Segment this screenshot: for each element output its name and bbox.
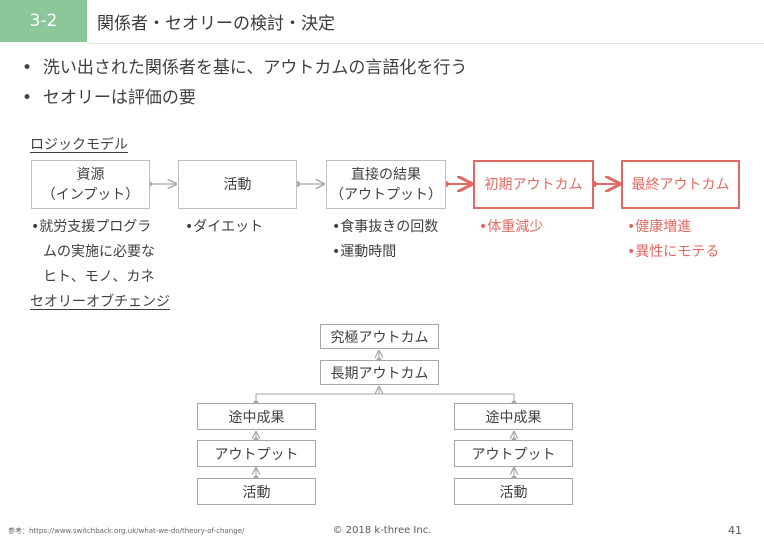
left-intermediate-result-box: 途中成果 bbox=[197, 403, 316, 430]
section-number-badge: 3-2 bbox=[0, 0, 87, 42]
bullet-item: • セオリーは評価の要 bbox=[22, 88, 196, 108]
initial-outcome-note: •体重減少 bbox=[479, 215, 543, 240]
copyright: © 2018 k-three Inc. bbox=[332, 525, 432, 536]
left-output-box: アウトプット bbox=[197, 440, 316, 467]
page-number: 41 bbox=[728, 524, 742, 537]
note-line: •ダイエット bbox=[185, 219, 264, 235]
logic-model-label: ロジックモデル bbox=[30, 137, 128, 153]
note-line: •異性にモテる bbox=[627, 244, 720, 260]
activity-box: 活動 bbox=[178, 160, 297, 209]
theory-of-change-label: セオリーオブチェンジ bbox=[30, 294, 170, 310]
output-note: •食事抜きの回数 •運動時間 bbox=[332, 215, 438, 265]
note-line: ムの実施に必要な bbox=[43, 244, 155, 260]
right-output-box: アウトプット bbox=[454, 440, 573, 467]
left-activity-box: 活動 bbox=[197, 478, 316, 505]
right-activity-box: 活動 bbox=[454, 478, 573, 505]
ultimate-outcome-box: 究極アウトカム bbox=[320, 324, 439, 349]
final-outcome-box: 最終アウトカム bbox=[621, 160, 740, 209]
note-line: ヒト、モノ、カネ bbox=[43, 269, 155, 285]
initial-outcome-box: 初期アウトカム bbox=[473, 160, 594, 209]
input-resources-box: 資源 （インプット） bbox=[31, 160, 150, 209]
bullet-text: 洗い出された関係者を基に、アウトカムの言語化を行う bbox=[42, 58, 468, 78]
output-box: 直接の結果 （アウトプット） bbox=[326, 160, 446, 209]
note-line: •就労支援プログラ bbox=[31, 219, 152, 235]
note-line: •食事抜きの回数 bbox=[332, 219, 439, 235]
bullet-text: セオリーは評価の要 bbox=[42, 88, 196, 108]
title-underline bbox=[87, 43, 764, 44]
note-line: •運動時間 bbox=[332, 244, 397, 260]
long-term-outcome-box: 長期アウトカム bbox=[320, 360, 439, 385]
bullet-item: • 洗い出された関係者を基に、アウトカムの言語化を行う bbox=[22, 58, 468, 78]
slide-title: 関係者・セオリーの検討・決定 bbox=[97, 14, 335, 34]
note-line: •健康増進 bbox=[627, 219, 692, 235]
resources-note: •就労支援プログラ ムの実施に必要な ヒト、モノ、カネ bbox=[31, 215, 155, 290]
reference-link[interactable]: 参考：https://www.switchback.org.uk/what-we… bbox=[8, 527, 245, 535]
activity-note: •ダイエット bbox=[185, 215, 263, 240]
final-outcome-note: •健康増進 •異性にモテる bbox=[627, 215, 719, 265]
note-line: •体重減少 bbox=[479, 219, 544, 235]
right-intermediate-result-box: 途中成果 bbox=[454, 403, 573, 430]
